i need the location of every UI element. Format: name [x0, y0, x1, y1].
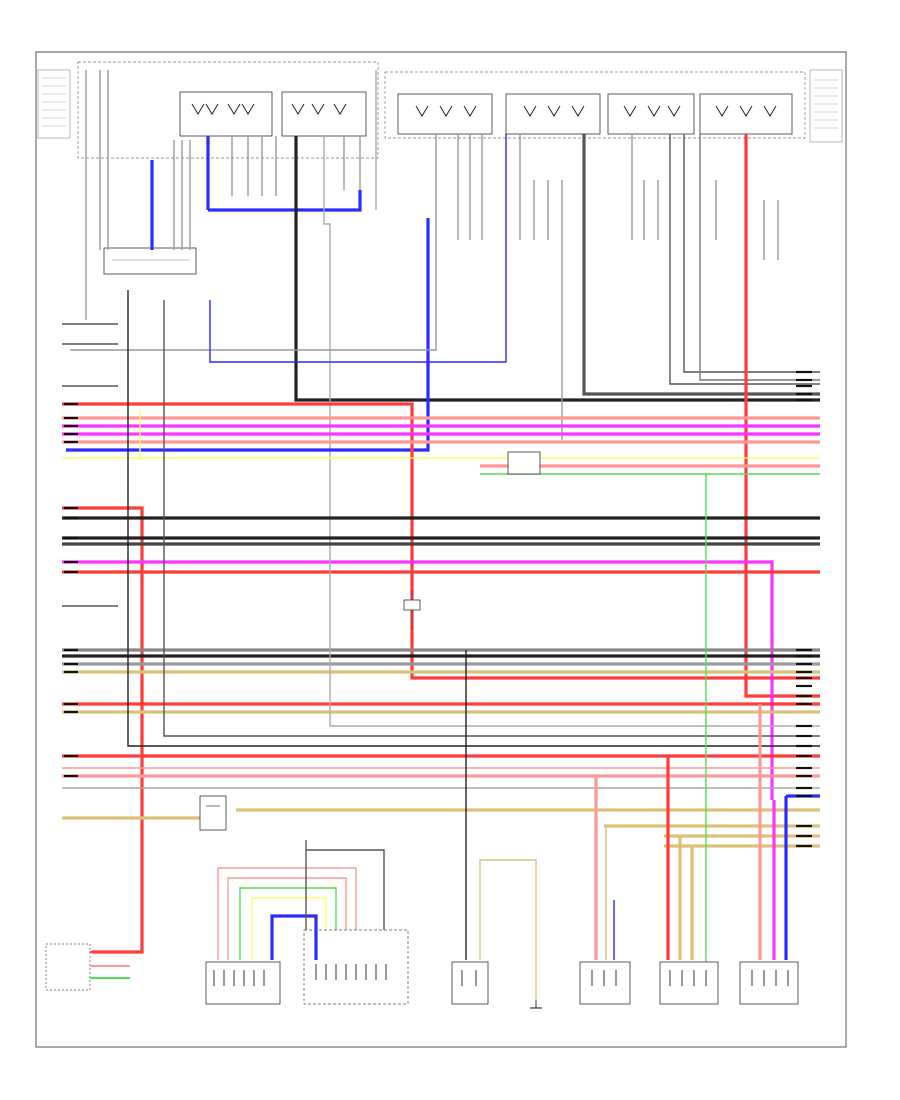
bottom-connector-2: [303, 929, 409, 1005]
top-left-relay-block: [77, 61, 379, 159]
diagram-frame: [35, 51, 847, 1048]
bottom-connector-5: [659, 961, 719, 1005]
horizontal-wire-bundles: [62, 290, 820, 970]
bottom-connector-4: [579, 961, 631, 1005]
bottom-connector-6: [739, 961, 799, 1005]
relay-box-6: [699, 93, 793, 135]
top-right-relay-block: [384, 71, 806, 139]
upper-vertical-wires: [66, 70, 820, 698]
right-continuation-panel: [809, 69, 843, 143]
relay-box-3: [397, 93, 493, 135]
ground-symbol: [530, 1000, 542, 1009]
bottom-left-sensor: [45, 943, 130, 991]
right-terminal-ticks: [796, 370, 812, 848]
relay-box-2: [281, 91, 367, 137]
lower-branch-wires: [217, 650, 788, 1000]
junction-connector: [103, 247, 197, 275]
left-continuation-panel: [37, 69, 71, 139]
bottom-connector-3: [451, 961, 489, 1005]
center-connector: [403, 590, 421, 630]
relay-box-1: [179, 91, 273, 137]
bottom-connector-1: [205, 961, 281, 1005]
small-relay: [199, 795, 227, 831]
relay-box-4: [505, 93, 601, 135]
relay-box-5: [607, 93, 695, 135]
inline-connector: [507, 451, 541, 475]
left-terminal-ticks: [64, 402, 78, 778]
